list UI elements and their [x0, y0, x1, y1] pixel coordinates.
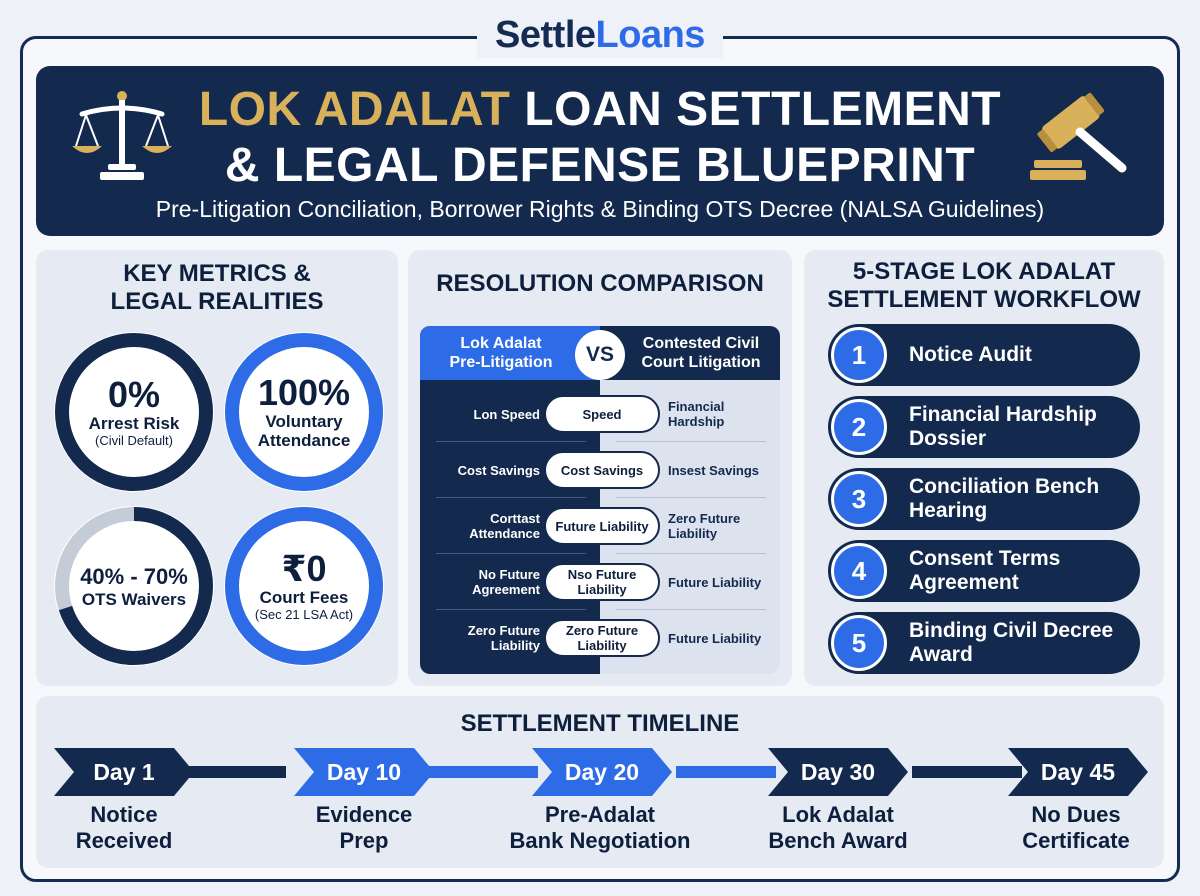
metric-voluntary-attendance: 100% Voluntary Attendance: [224, 332, 384, 492]
metric-label-2: Attendance: [257, 431, 351, 450]
stage-label: Financial Hardship Dossier: [909, 403, 1097, 450]
stage-label: Consent Terms Agreement: [909, 547, 1061, 594]
metric-value: 40% - 70%: [80, 563, 188, 589]
title-line-1-rest: LOAN SETTLEMENT: [510, 83, 1002, 136]
title-highlight: LOK ADALAT: [198, 83, 511, 136]
timeline-title: SETTLEMENT TIMELINE: [460, 710, 740, 737]
stage-number: 4: [831, 543, 887, 599]
comparison-pill: Future Liability: [544, 507, 660, 545]
settlement-workflow-panel: 5-STAGE LOK ADALAT SETTLEMENT WORKFLOW 1…: [804, 250, 1164, 686]
metric-value: 0%: [107, 374, 161, 415]
timeline-day: Day 10: [326, 759, 402, 785]
comparison-pill: Cost Savings: [544, 451, 660, 489]
workflow-stage: 4 Consent Terms Agreement: [828, 540, 1140, 602]
metric-label: OTS Waivers: [81, 589, 187, 609]
timeline-connector: [186, 766, 286, 778]
title-line-2: & LEGAL DEFENSE BLUEPRINT: [224, 139, 976, 192]
timeline-day: Day 1: [93, 759, 155, 785]
gavel-icon: [1030, 92, 1127, 180]
stage-number: 3: [831, 471, 887, 527]
stage-label: Notice Audit: [909, 343, 1032, 366]
metric-label: Court Fees: [259, 588, 349, 607]
workflow-stage: 2 Financial Hardship Dossier: [828, 396, 1140, 458]
timeline-step-label: Pre-Adalat Bank Negotiation: [509, 802, 691, 853]
comparison-title: RESOLUTION COMPARISON: [436, 270, 764, 297]
metric-ots-waivers: 40% - 70% OTS Waivers: [54, 506, 214, 666]
timeline-step-day-45: Day 45: [1008, 748, 1148, 796]
metric-ring: [225, 507, 383, 665]
metrics-title: KEY METRICS & LEGAL REALITIES: [110, 260, 324, 315]
metric-value: ₹0: [281, 548, 327, 589]
metric-arrest-risk: 0% Arrest Risk (Civil Default): [54, 332, 214, 492]
timeline-connector: [912, 766, 1022, 778]
workflow-title: 5-STAGE LOK ADALAT SETTLEMENT WORKFLOW: [827, 258, 1141, 313]
metric-label: Arrest Risk: [88, 414, 180, 433]
brand-part-2: Loans: [595, 14, 706, 56]
comparison-pill: Nso Future Liability: [544, 563, 660, 601]
brand-logo: SettleLoans: [0, 12, 1200, 58]
timeline-step-label: No Dues Certificate: [1022, 802, 1130, 853]
metric-ring: [225, 333, 383, 491]
timeline-step-day-1: Day 1: [54, 748, 194, 796]
timeline-connector: [676, 766, 776, 778]
comparison-pill: Zero Future Liability: [544, 619, 660, 657]
timeline-step-day-10: Day 10: [294, 748, 434, 796]
metric-ring: [55, 333, 213, 491]
stage-number: 1: [831, 327, 887, 383]
metric-sub: (Civil Default): [94, 433, 173, 448]
comparison-pill: Speed: [544, 395, 660, 433]
main-title: LOK ADALAT LOAN SETTLEMENT & LEGAL DEFEN…: [36, 82, 1164, 194]
timeline-day: Day 45: [1040, 759, 1116, 785]
subtitle: Pre-Litigation Conciliation, Borrower Ri…: [155, 196, 1045, 222]
comparison-table: Lok Adalat Pre-Litigation Contested Civi…: [420, 326, 780, 674]
timeline-step-label: Evidence Prep: [315, 802, 413, 853]
vs-badge: VS: [575, 330, 625, 380]
workflow-stage: 5 Binding Civil Decree Award: [828, 612, 1140, 674]
lok-adalat-header: Lok Adalat Pre-Litigation: [420, 326, 600, 380]
stage-label: Binding Civil Decree Award: [909, 619, 1114, 666]
comparison-row: No Future Agreement Nso Future Liability…: [420, 554, 780, 610]
timeline-step-label: Lok Adalat Bench Award: [768, 802, 908, 853]
metric-value: 100%: [257, 372, 351, 413]
settlement-timeline-panel: SETTLEMENT TIMELINE Day 1 Day 10 Day 20 …: [36, 696, 1164, 868]
stage-number: 5: [831, 615, 887, 671]
stage-label: Conciliation Bench Hearing: [909, 475, 1100, 522]
key-metrics-panel: KEY METRICS & LEGAL REALITIES 0% Arrest …: [36, 250, 398, 686]
timeline-step-label: Notice Received: [75, 802, 173, 853]
comparison-row: Cost Savings Cost Savings Insest Savings: [420, 442, 780, 498]
timeline-step-day-30: Day 30: [768, 748, 908, 796]
stage-number: 2: [831, 399, 887, 455]
brand-part-1: Settle: [495, 14, 596, 56]
comparison-row: Zero Future Liability Zero Future Liabil…: [420, 610, 780, 666]
timeline-connector: [426, 766, 538, 778]
header-banner: LOK ADALAT LOAN SETTLEMENT & LEGAL DEFEN…: [36, 66, 1164, 236]
metric-ring: [55, 507, 213, 665]
resolution-comparison-panel: RESOLUTION COMPARISON Lok Adalat Pre-Lit…: [408, 250, 792, 686]
timeline-day: Day 30: [800, 759, 876, 785]
metric-label: Voluntary: [265, 412, 343, 431]
metric-court-fees: ₹0 Court Fees (Sec 21 LSA Act): [224, 506, 384, 666]
comparison-row: Corttast Attendance Future Liability Zer…: [420, 498, 780, 554]
timeline-day: Day 20: [564, 759, 640, 785]
civil-court-header: Contested Civil Court Litigation: [600, 326, 780, 380]
comparison-row: Lon Speed Speed Financial Hardship: [420, 386, 780, 442]
workflow-stage: 1 Notice Audit: [828, 324, 1140, 386]
timeline-step-day-20: Day 20: [532, 748, 672, 796]
metric-sub: (Sec 21 LSA Act): [254, 607, 354, 622]
scales-of-justice-icon: [72, 91, 172, 180]
workflow-stage: 3 Conciliation Bench Hearing: [828, 468, 1140, 530]
